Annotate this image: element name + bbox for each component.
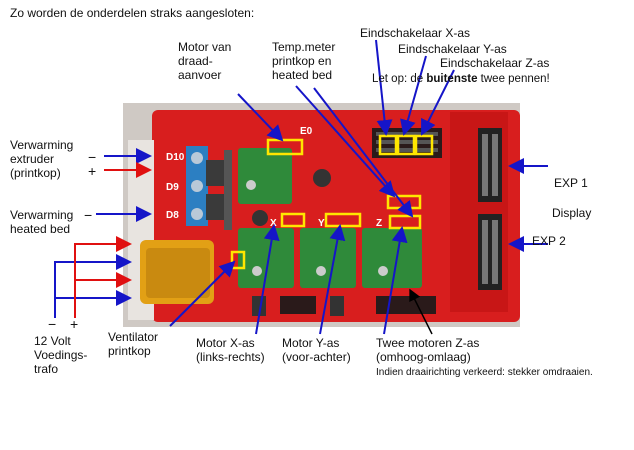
- label-motor-draad: Motor van draad- aanvoer: [178, 40, 232, 82]
- board-label-y: Y: [318, 218, 325, 229]
- board-label-e0: E0: [300, 126, 313, 137]
- page-title: Zo worden de onderdelen straks aangeslot…: [10, 6, 255, 20]
- exp1-connector: [478, 128, 502, 202]
- label-endstop-y: Eindschakelaar Y-as: [398, 42, 507, 56]
- label-verwarming-bed: Verwarming heated bed: [10, 208, 74, 236]
- power-lines: [54, 236, 132, 318]
- board-label-d10: D10: [166, 152, 185, 163]
- label-exp2: EXP 2: [532, 234, 566, 248]
- stepper-drivers: [238, 148, 422, 288]
- label-motor-z: Twee motoren Z-as (omhoog-omlaag): [376, 336, 480, 364]
- label-motor-x: Motor X-as (links-rechts): [196, 336, 265, 364]
- bed-minus: −: [84, 207, 93, 223]
- exp2-connector: [478, 214, 502, 290]
- label-letop: Let op: de buitenste twee pennen!: [372, 73, 550, 85]
- label-temp-meter: Temp.meter printkop en heated bed: [272, 40, 336, 82]
- label-ventilator: Ventilator printkop: [108, 330, 159, 358]
- volt-minus: −: [48, 316, 57, 332]
- left-arrows: [96, 148, 152, 222]
- label-display: Display: [552, 206, 592, 220]
- label-motor-y: Motor Y-as (voor-achter): [282, 336, 351, 364]
- board-label-d8: D8: [166, 210, 179, 221]
- board-label-x: X: [270, 218, 277, 229]
- mosfets: [206, 150, 232, 230]
- extruder-plus: +: [88, 163, 97, 179]
- board-label-d9: D9: [166, 182, 179, 193]
- label-12volt: 12 Volt Voedings- trafo: [34, 334, 88, 376]
- label-endstop-x: Eindschakelaar X-as: [360, 26, 471, 40]
- screw-terminals: [186, 146, 208, 226]
- callout-arrows: [169, 39, 455, 335]
- volt-plus: +: [70, 316, 79, 332]
- label-endstop-z: Eindschakelaar Z-as: [440, 56, 550, 70]
- footnote: Indien draairichting verkeerd: stekker o…: [376, 367, 593, 378]
- board-label-z: Z: [376, 218, 382, 229]
- extruder-minus: −: [88, 149, 97, 165]
- label-verwarming-extruder: Verwarming extruder (printkop): [10, 138, 74, 180]
- label-exp1: EXP 1: [554, 176, 588, 190]
